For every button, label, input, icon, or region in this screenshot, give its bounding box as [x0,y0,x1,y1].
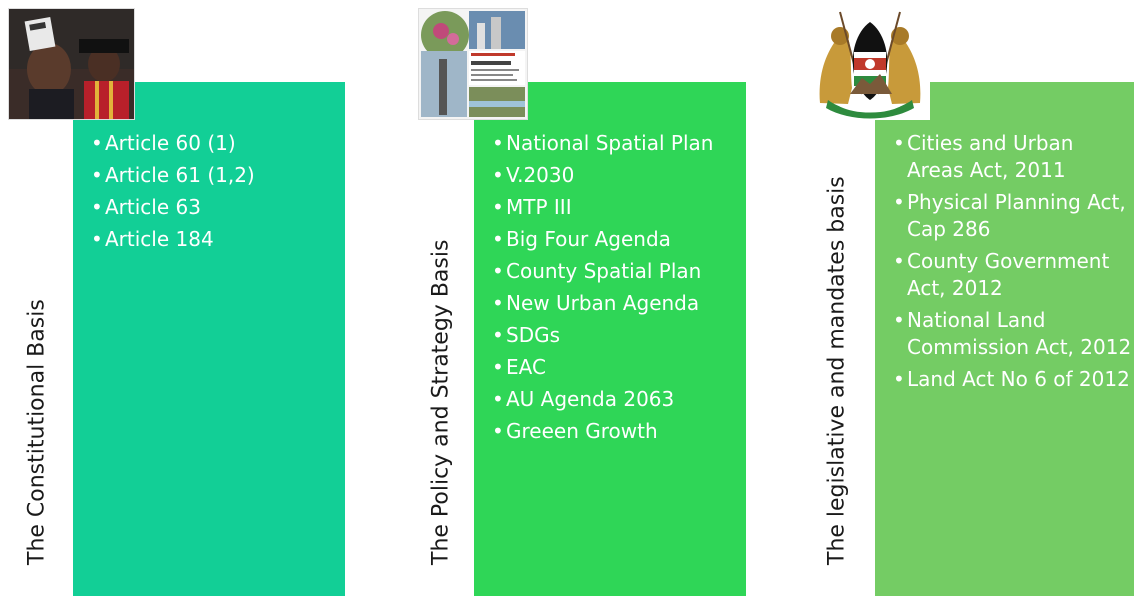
list-item: National Land Commission Act, 2012 [893,307,1134,361]
list-item: V.2030 [492,162,746,189]
legislative-list: Cities and Urban Areas Act, 2011 Physica… [893,130,1134,393]
list-item: AU Agenda 2063 [492,386,746,413]
constitutional-list: Article 60 (1) Article 61 (1,2) Article … [91,130,345,253]
list-item: County Government Act, 2012 [893,248,1134,302]
list-item: MTP III [492,194,746,221]
list-item: Land Act No 6 of 2012 [893,366,1134,393]
column-title-constitutional: The Constitutional Basis [24,299,50,565]
photo-policy-report-collage [418,8,528,120]
policy-list: National Spatial Plan V.2030 MTP III Big… [492,130,746,445]
column-constitutional: The Constitutional Basis Article 60 (1) … [0,0,350,596]
list-item: Article 184 [91,226,345,253]
column-legislative: The legislative and mandates basis Citie… [800,0,1134,596]
list-item: County Spatial Plan [492,258,746,285]
list-item: Cities and Urban Areas Act, 2011 [893,130,1134,184]
list-item: Article 60 (1) [91,130,345,157]
list-item: Physical Planning Act, Cap 286 [893,189,1134,243]
list-item: New Urban Agenda [492,290,746,317]
list-item: Article 63 [91,194,345,221]
legislative-box: Cities and Urban Areas Act, 2011 Physica… [875,82,1134,596]
column-title-policy: The Policy and Strategy Basis [428,239,454,565]
policy-box: National Spatial Plan V.2030 MTP III Big… [474,82,746,596]
list-item: SDGs [492,322,746,349]
list-item: Article 61 (1,2) [91,162,345,189]
constitutional-box: Article 60 (1) Article 61 (1,2) Article … [73,82,345,596]
list-item: National Spatial Plan [492,130,746,157]
list-item: EAC [492,354,746,381]
photo-president-holding-constitution [8,8,135,120]
column-policy: The Policy and Strategy Basis National S… [400,0,760,596]
coat-of-arms-kenya-icon [810,8,930,120]
list-item: Big Four Agenda [492,226,746,253]
column-title-legislative: The legislative and mandates basis [824,176,850,565]
list-item: Greeen Growth [492,418,746,445]
